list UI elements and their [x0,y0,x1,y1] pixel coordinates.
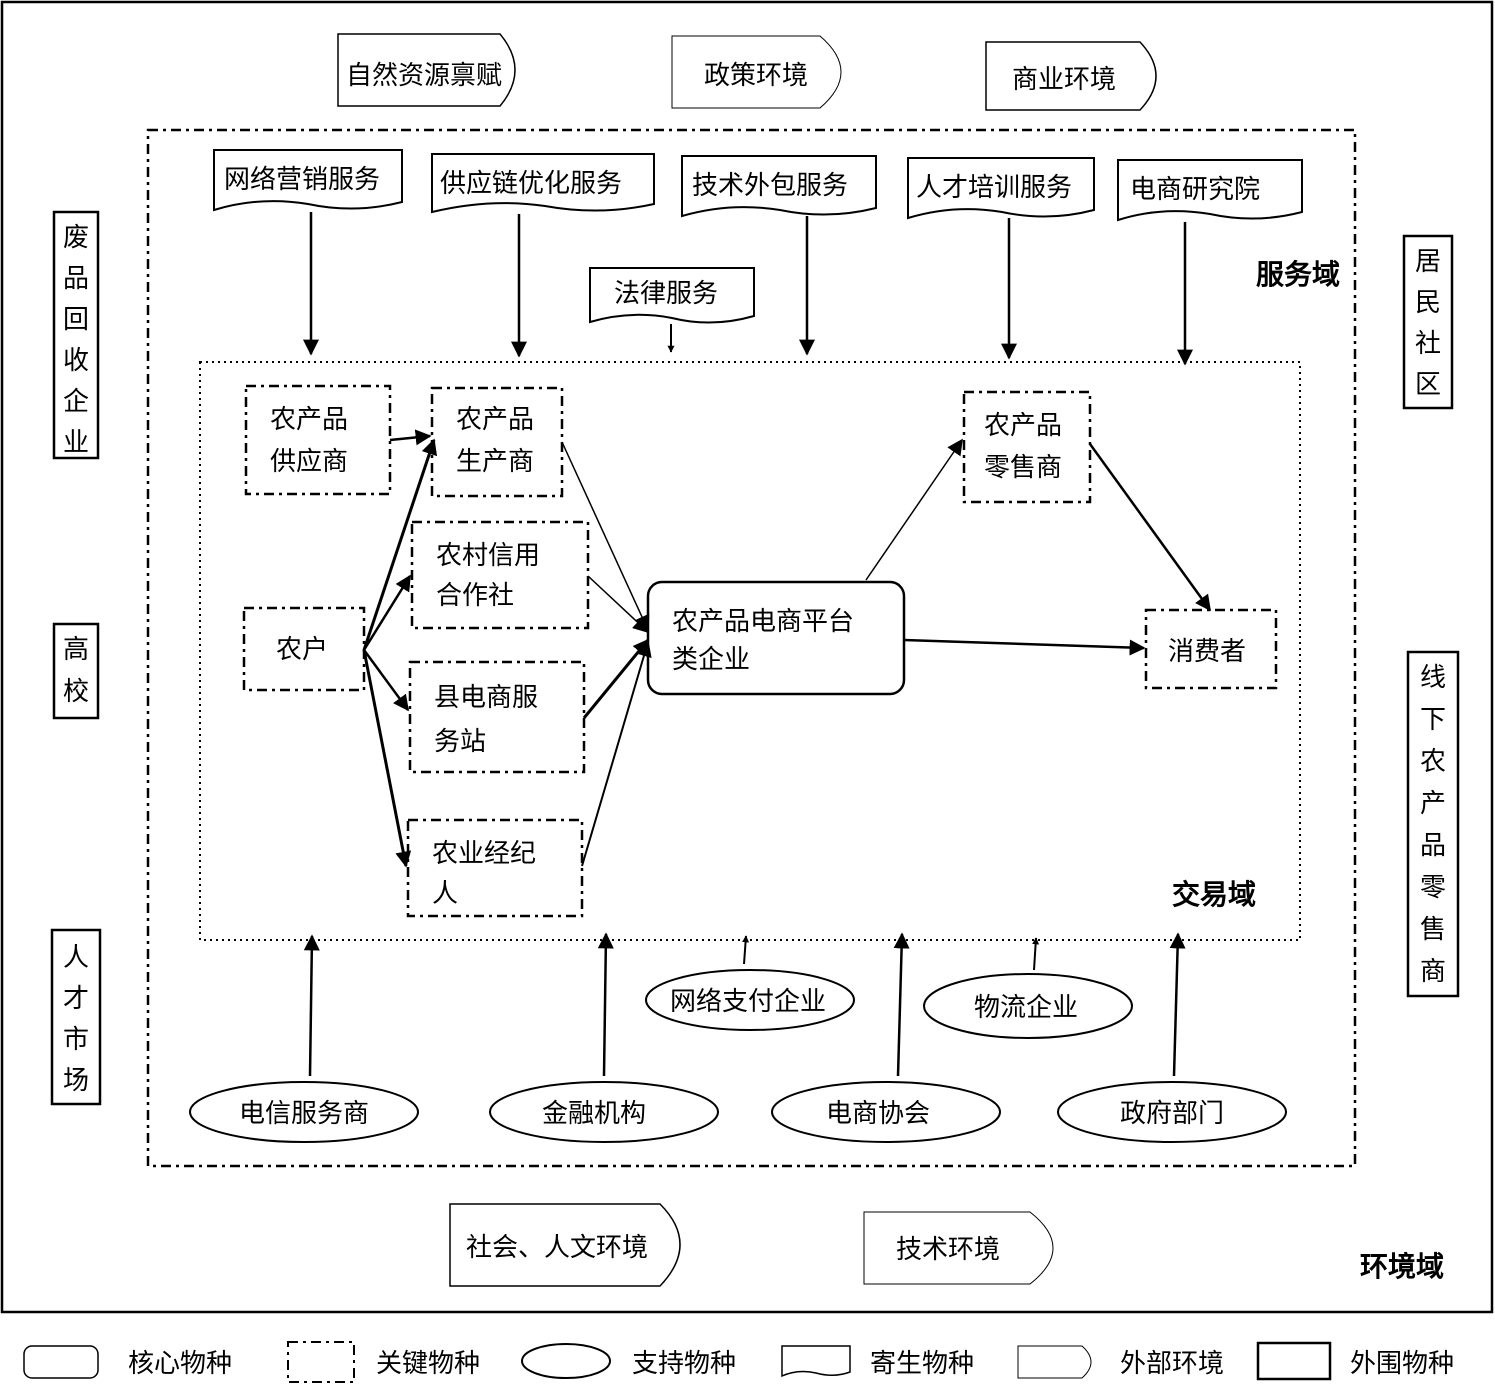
broker-line1: 农业经纪 [432,839,536,869]
legend-support: 支持物种 [521,1343,736,1379]
node-producer: 农产品 生产商 [430,386,564,498]
social-label: 社会、人文环境 [466,1233,648,1263]
legend-parasitic: 寄生物种 [781,1345,974,1379]
producer-line2: 生产商 [456,447,534,477]
logistics-label: 物流企业 [974,993,1078,1023]
node-retailer: 农产品 零售商 [962,390,1092,504]
telecom-label: 电信服务商 [239,1099,369,1129]
external-tech: 技术环境 [863,1211,1054,1285]
legend-core-label: 核心物种 [128,1349,232,1379]
node-supplier: 农产品 供应商 [244,384,392,496]
university-label: 高校 [63,635,89,707]
legend-external: 外部环境 [1017,1345,1224,1379]
node-farmer: 农户 [242,606,366,692]
finance-label: 金融机构 [542,1099,646,1129]
legal-label: 法律服务 [614,279,718,309]
service-outsourcing: 技术外包服务 [681,155,877,218]
legend-support-label: 支持物种 [632,1349,736,1379]
legend-external-label: 外部环境 [1120,1349,1224,1379]
broker-line2: 人 [432,879,458,909]
support-government: 政府部门 [1057,1081,1287,1143]
service-arrows [303,212,1193,366]
environment-domain-label: 环境域 [1360,1250,1444,1283]
support-arrows [303,932,1186,1077]
platform-line2: 类企业 [672,645,750,675]
consumer-label: 消费者 [1168,637,1246,667]
credit-coop-line1: 农村信用 [436,541,540,571]
support-ecommerce-assoc: 电商协会 [771,1081,1001,1143]
offline-retailer-label: 线下农产品零售商 [1420,663,1446,987]
community-label: 居民社区 [1415,247,1441,400]
retailer-line2: 零售商 [984,453,1062,483]
service-marketing: 网络营销服务 [213,149,403,212]
environment-frame [0,0,1494,1314]
service-legal: 法律服务 [589,267,755,324]
service-supply-chain: 供应链优化服务 [431,153,655,214]
supplier-line1: 农产品 [270,405,348,435]
supplier-line2: 供应商 [270,447,348,477]
county-station-line2: 务站 [434,727,486,757]
external-business: 商业环境 [985,41,1157,111]
farmer-label: 农户 [276,635,328,665]
peripheral-talent-market: 人才市场 [50,928,102,1106]
peripheral-community: 居民社区 [1402,234,1454,410]
service-domain-frame [146,128,1357,1168]
node-credit-coop: 农村信用 合作社 [410,520,590,630]
support-telecom: 电信服务商 [189,1081,419,1143]
support-payment: 网络支付企业 [645,969,855,1031]
producer-line1: 农产品 [456,405,534,435]
external-natural: 自然资源禀赋 [337,33,516,107]
legend: 核心物种 关键物种 支持物种 寄生物种 外部环境 外围物种 [23,1341,1454,1383]
peripheral-waste: 废品回收企业 [52,210,100,460]
payment-label: 网络支付企业 [670,987,826,1017]
retailer-line1: 农产品 [984,411,1062,441]
service-domain-label: 服务域 [1256,258,1340,291]
government-label: 政府部门 [1120,1099,1224,1129]
node-platform: 农产品电商平台 类企业 [646,580,906,696]
policy-label: 政策环境 [704,61,808,91]
service-training: 人才培训服务 [907,157,1095,220]
business-label: 商业环境 [1012,65,1116,95]
credit-coop-line2: 合作社 [436,581,514,611]
platform-line1: 农产品电商平台 [672,607,854,637]
external-social: 社会、人文环境 [449,1203,681,1287]
supply-chain-label: 供应链优化服务 [440,169,622,199]
marketing-label: 网络营销服务 [224,165,380,195]
tech-label: 技术环境 [896,1235,1000,1265]
natural-label: 自然资源禀赋 [346,61,502,91]
peripheral-offline-retailer: 线下农产品零售商 [1406,650,1460,998]
support-finance: 金融机构 [489,1081,719,1143]
node-consumer: 消费者 [1144,608,1278,690]
legend-peripheral-label: 外围物种 [1350,1349,1454,1379]
legend-peripheral: 外围物种 [1256,1341,1454,1381]
node-broker: 农业经纪 人 [406,818,584,918]
county-station-line1: 县电商服 [434,683,538,713]
talent-market-label: 人才市场 [63,943,89,1096]
waste-label: 废品回收企业 [63,223,89,458]
outsourcing-label: 技术外包服务 [692,171,848,201]
transaction-domain-frame [199,361,1301,941]
legend-key-label: 关键物种 [376,1349,480,1379]
legend-parasitic-label: 寄生物种 [870,1349,974,1379]
transaction-arrows [362,429,1212,868]
ecommerce-assoc-label: 电商协会 [826,1099,930,1129]
training-label: 人才培训服务 [916,173,1072,203]
legend-core: 核心物种 [23,1345,232,1379]
support-logistics: 物流企业 [923,973,1133,1039]
external-policy: 政策环境 [671,35,842,109]
legend-key: 关键物种 [287,1341,480,1383]
transaction-domain-label: 交易域 [1172,878,1256,911]
peripheral-university: 高校 [52,622,100,720]
service-institute: 电商研究院 [1117,159,1303,222]
institute-label: 电商研究院 [1130,175,1260,205]
node-county-station: 县电商服 务站 [408,660,586,774]
